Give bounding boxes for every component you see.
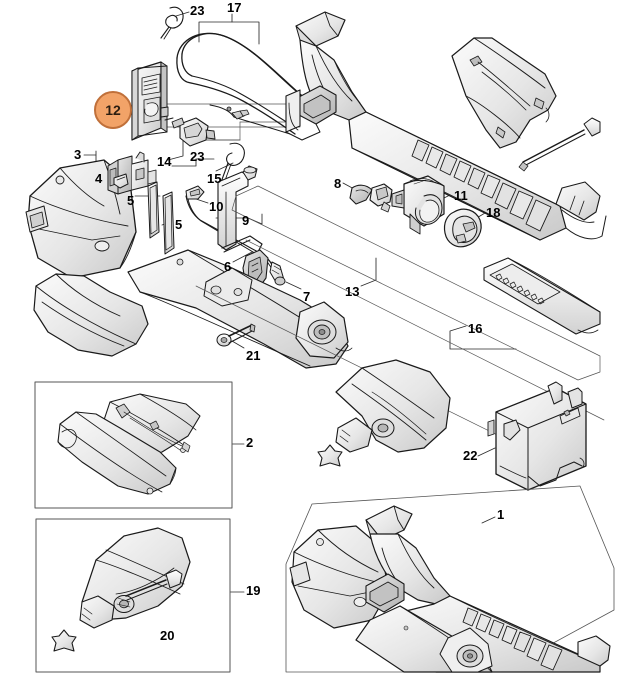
callout-22: 22: [463, 448, 478, 463]
callout-1: 1: [497, 507, 505, 522]
highlighted-part-12-label: 12: [105, 102, 121, 118]
callout-13: 13: [345, 284, 360, 299]
callout-18: 18: [486, 205, 501, 220]
callout-16: 16: [468, 321, 483, 336]
callout-23-lower: 23: [190, 149, 205, 164]
callout-5-lower: 5: [175, 217, 183, 232]
callout-4: 4: [95, 171, 103, 186]
callout-6: 6: [224, 259, 232, 274]
callout-11: 11: [454, 188, 468, 203]
callout-15: 15: [207, 171, 222, 186]
callout-9: 9: [242, 213, 250, 228]
callout-8: 8: [334, 176, 342, 191]
highlighted-part-12-badge[interactable]: 12: [94, 91, 132, 129]
callout-19: 19: [246, 583, 261, 598]
callout-20: 20: [160, 628, 175, 643]
callout-5-upper: 5: [127, 193, 135, 208]
callout-17: 17: [227, 0, 242, 15]
callout-23-top: 23: [190, 3, 205, 18]
callout-3: 3: [74, 147, 82, 162]
callout-7: 7: [303, 289, 311, 304]
callout-10: 10: [209, 199, 224, 214]
callout-14: 14: [157, 154, 172, 169]
callout-21: 21: [246, 348, 261, 363]
callout-2: 2: [246, 435, 254, 450]
